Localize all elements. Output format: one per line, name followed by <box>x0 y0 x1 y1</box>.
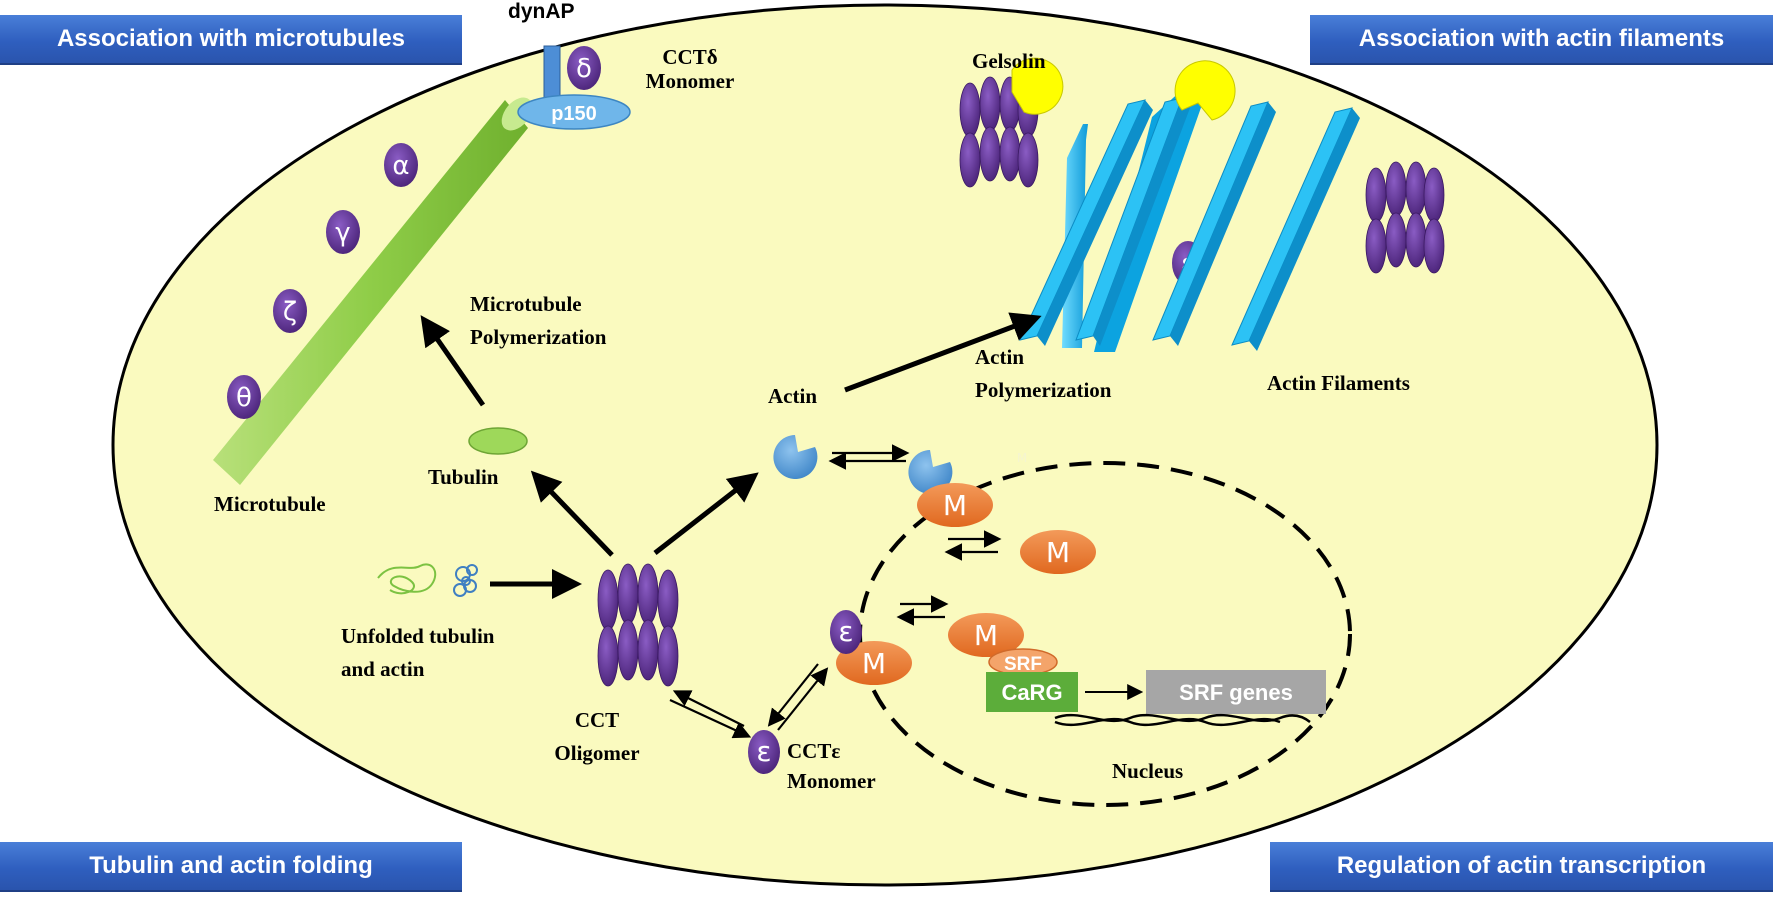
cct-oligomer-label: CCT Oligomer <box>532 708 662 765</box>
corner-folding: Tubulin and actin folding <box>0 842 462 892</box>
nucleus-label: Nucleus <box>1112 759 1184 783</box>
epsilon-mrtf-arrow-rev <box>767 663 819 727</box>
mt-poly-line2: Polymerization <box>470 325 607 349</box>
cct-epsilon-mrtf-bound <box>830 610 862 654</box>
carg-label: CaRG <box>1001 680 1062 705</box>
mrtf-label-3: M <box>974 619 998 652</box>
cct-theta-subunit <box>227 375 261 419</box>
actin-polymerization-label: Actin Polymerization <box>975 345 1111 402</box>
srf-genes-label: SRF genes <box>1179 680 1293 705</box>
cct-epsilon-line2: Monomer <box>787 769 876 793</box>
unfolded-line2: and actin <box>341 657 425 681</box>
delta-symbol: δ <box>576 54 592 84</box>
mrtf-label-4: M <box>862 647 886 680</box>
actin-monomer-bound <box>908 450 953 494</box>
mrtf-nuclear <box>948 613 1024 657</box>
epsilon-symbol-monomer: ε <box>756 735 771 768</box>
gamma-symbol: γ <box>335 218 350 248</box>
srf-genes-box <box>1146 670 1326 714</box>
filament-cct-oligomer <box>1365 161 1445 274</box>
cct-delta-label: CCTδ Monomer <box>630 45 750 93</box>
dynap-stalk <box>543 45 561 99</box>
actin-label: Actin <box>768 384 817 408</box>
epsilon-mrtf-arrow-fwd <box>777 667 829 731</box>
cct-to-actin-arrow <box>653 472 759 555</box>
mt-poly-line1: Microtubule <box>470 292 582 316</box>
mrtf-label-1: M <box>943 489 967 522</box>
cct-zeta-subunit <box>273 289 307 333</box>
p150-complex <box>517 94 631 130</box>
unfolded-actin-squiggle <box>453 564 478 597</box>
cell-membrane <box>111 3 1659 887</box>
dynap-label: dynAP <box>508 0 575 23</box>
cct-oligomer-line2: Oligomer <box>554 741 640 765</box>
tubulin-label: Tubulin <box>428 465 499 489</box>
actin-poly-line2: Polymerization <box>975 378 1112 402</box>
cct-to-tubulin-arrow <box>530 470 614 557</box>
cct-delta-line2: Monomer <box>645 69 735 93</box>
theta-symbol: θ <box>236 383 252 413</box>
corner-microtubules: Association with microtubules <box>0 15 462 65</box>
corner-transcription: Regulation of actin transcription <box>1270 842 1773 892</box>
cct-epsilon-label: CCTε Monomer <box>787 739 876 793</box>
mrtf-cytoplasm <box>917 483 993 527</box>
gelsolin-cct-oligomer <box>959 76 1039 188</box>
actin-filaments-label: Actin Filaments <box>1267 371 1410 395</box>
alpha-symbol: α <box>392 151 409 181</box>
gelsolin-shape-filament <box>1174 60 1236 121</box>
srf-label: SRF <box>1004 654 1042 675</box>
mrtf-shuttling <box>1020 530 1096 574</box>
zeta-symbol: ζ <box>283 297 297 327</box>
actin-monomer <box>773 435 818 479</box>
tubulin-to-microtubule-arrow <box>420 315 486 407</box>
cct-oligomer-line1: CCT <box>574 708 620 732</box>
microtubule-label: Microtubule <box>214 492 326 516</box>
tubulin-dimer <box>468 427 528 455</box>
corner-actin-filaments: Association with actin filaments <box>1310 15 1773 65</box>
dna-strand <box>1054 713 1311 727</box>
cct-delta-line1: CCTδ <box>662 45 718 69</box>
unfolded-line1: Unfolded tubulin <box>341 624 495 648</box>
cct-alpha-subunit <box>384 143 418 187</box>
mrtf-faint-label: M <box>1017 451 1027 465</box>
mrtf-label-2: M <box>1046 536 1070 569</box>
actin-poly-line1: Actin <box>975 345 1024 369</box>
cct-oligomer-shape <box>597 563 679 687</box>
cct-epsilon-line1: CCTε <box>787 739 841 763</box>
cct-epsilon-release-arrow-rev <box>672 690 745 727</box>
carg-box <box>986 672 1078 712</box>
microtubule-polymerization-label: Microtubule Polymerization <box>470 292 606 349</box>
cct-gamma-subunit <box>326 210 360 254</box>
mrtf-cct-bound <box>836 641 912 685</box>
unfolded-label: Unfolded tubulin and actin <box>341 624 494 681</box>
gelsolin-label: Gelsolin <box>972 49 1046 73</box>
unfolded-tubulin-squiggle <box>377 563 437 595</box>
epsilon-symbol-mrtf: ε <box>838 615 853 648</box>
p150-label: p150 <box>551 103 597 125</box>
cct-delta-subunit <box>567 46 601 90</box>
cct-epsilon-monomer <box>748 730 780 774</box>
gelsolin-shape-top <box>1011 57 1064 115</box>
actin-filament-bars <box>1075 97 1360 351</box>
actin-polymerization-arrow <box>844 312 1042 393</box>
